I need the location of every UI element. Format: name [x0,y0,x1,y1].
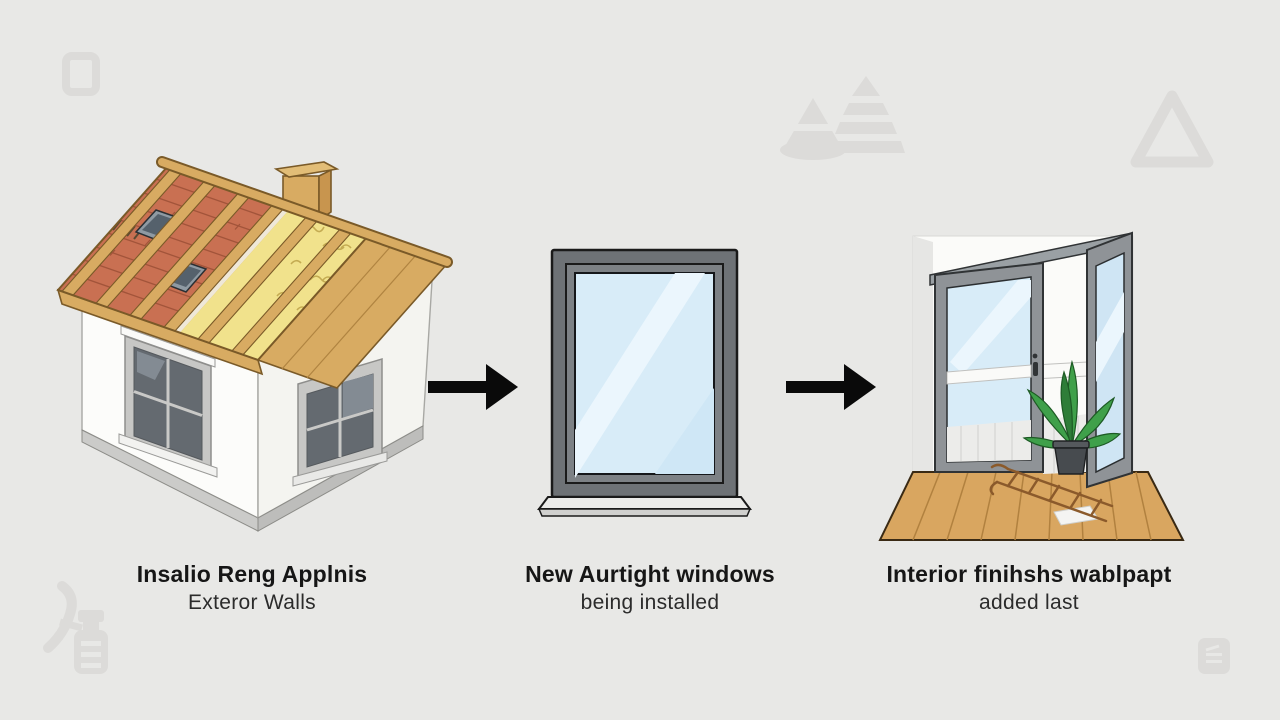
step-caption-interior: Interior finihshs wablpapt added last [849,560,1209,617]
roof-insulation [56,156,453,389]
arrow-right-icon [786,364,876,410]
step-caption-windows: New Aurtight windows being installed [470,560,830,617]
watermark-traffic-cone-icon [780,98,846,160]
potted-plant [1022,359,1122,475]
house-front-window [118,325,218,478]
step-title: Insalio Reng Applnis [136,561,368,587]
door-handle [1033,362,1038,376]
airtight-window-illustration [537,248,752,517]
watermark-triangle-outline-icon [1130,90,1214,168]
step-caption-insulation: Insalio Reng Applnis Exteror Walls [72,560,432,617]
step-subtitle: Exteror Walls [188,591,316,614]
arrow-right-icon [428,364,518,410]
window-sill [537,496,752,517]
folding-ruler [989,463,1114,526]
door-panel-open [1086,231,1133,489]
door-panel-closed [934,261,1044,473]
watermark-striped-pyramid-icon [827,76,905,153]
step-title: New Aurtight windows [525,561,775,587]
house-insulation-illustration [56,156,453,532]
step-title: Interior finihshs wablpapt [886,561,1172,587]
step-subtitle: added last [979,591,1079,614]
step-subtitle: being installed [580,591,720,614]
window-glass [574,272,715,478]
interior-finishes-illustration [878,231,1185,541]
watermark-square-outline-icon [62,52,100,96]
wood-floor [878,471,1185,541]
house-side-window [292,357,388,487]
watermark-note-card-icon [1198,638,1230,674]
